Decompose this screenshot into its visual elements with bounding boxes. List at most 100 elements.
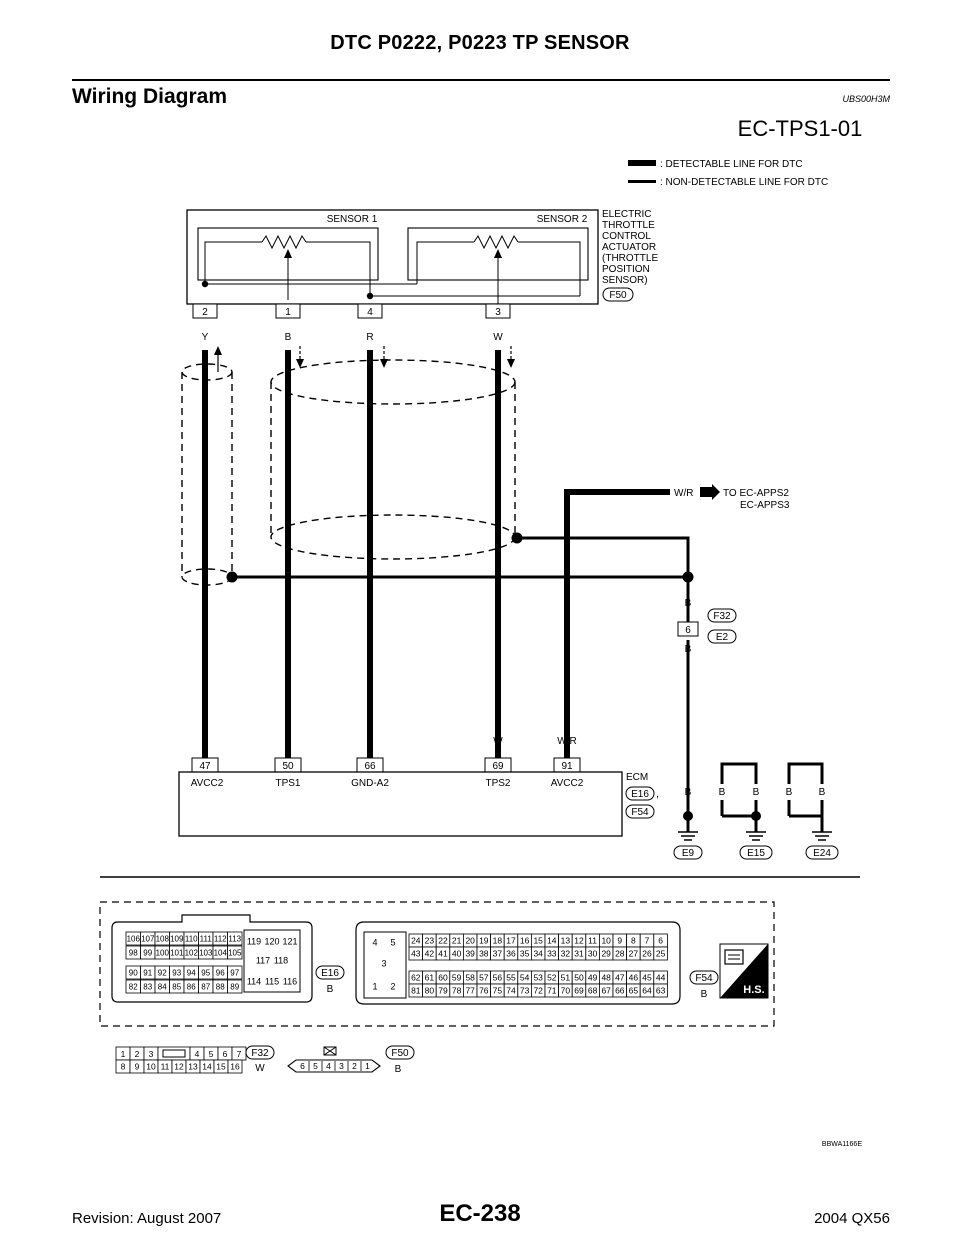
terminal-number: 14 [202, 1062, 212, 1072]
terminal-cell [227, 979, 243, 994]
connector-separator: , [656, 788, 659, 800]
terminal-number: 25 [656, 949, 666, 959]
terminal-number: 64 [642, 986, 652, 996]
terminal-number: 67 [601, 986, 611, 996]
connector-tag-e2-label: E2 [716, 632, 729, 643]
terminal-number: 121 [282, 937, 297, 947]
wire-color: R [366, 332, 373, 343]
terminal-number: 4 [326, 1061, 331, 1071]
terminal-number: 6 [300, 1061, 305, 1071]
pin-number: 2 [202, 307, 208, 318]
terminal-number: 41 [438, 949, 448, 959]
sensor1-wire-right [306, 241, 371, 296]
terminal-number: 10 [601, 936, 611, 946]
terminal-number: 30 [588, 949, 598, 959]
sensor1-wire [204, 241, 262, 284]
terminal-number: 39 [465, 949, 475, 959]
to-other-line2: EC-APPS3 [740, 500, 790, 511]
wire-color: Y [202, 332, 209, 343]
connector-housing [287, 1059, 381, 1073]
terminal-number: 84 [158, 982, 167, 991]
shield-drain-line [517, 536, 690, 622]
terminal-number: 4 [372, 938, 377, 948]
terminal-number: 105 [228, 948, 242, 957]
connector-tag-f54-label: F54 [631, 807, 649, 818]
section-title: Wiring Diagram [72, 85, 227, 108]
terminal-number: 119 [247, 937, 261, 947]
wire-color: Y [202, 736, 209, 747]
terminal-number: 50 [574, 973, 584, 983]
terminal-number: 12 [574, 936, 584, 946]
terminal-number: 29 [601, 949, 611, 959]
ground-tag-e24 [805, 845, 839, 860]
terminal-number: 5 [313, 1061, 318, 1071]
shield-top-ellipse [270, 359, 516, 405]
terminal-number: 68 [588, 986, 598, 996]
terminal-number: 89 [230, 982, 239, 991]
terminal-number: 77 [465, 986, 475, 996]
terminal-name: TPS2 [485, 778, 510, 789]
figure-code: BBWA1166E [822, 1141, 862, 1148]
terminal-number: 94 [187, 968, 196, 977]
sensor2-wire [416, 241, 474, 284]
legend-non-detectable-swatch [628, 180, 656, 183]
connector-tag-f50 [602, 287, 634, 302]
terminal-number: 8 [121, 1062, 126, 1072]
terminal-number: 24 [411, 936, 421, 946]
ground-tag-e24-label: E24 [813, 848, 831, 859]
pin-box [357, 303, 383, 319]
terminal-number: 75 [493, 986, 503, 996]
terminal-number: 55 [506, 973, 516, 983]
down-arrow-icon [380, 359, 388, 368]
to-other-color: W/R [674, 488, 693, 499]
connector-views-frame [99, 901, 775, 1027]
wire-color: B [285, 332, 292, 343]
terminal-cell [227, 965, 243, 980]
ground-wire [787, 762, 824, 784]
terminal-number: 10 [146, 1062, 156, 1072]
junction-dot [226, 571, 238, 583]
terminal-number: 21 [452, 936, 462, 946]
connector-housing [111, 914, 313, 1003]
terminal-number: 2 [390, 982, 395, 992]
sensor-name-line: (THROTTLE [602, 253, 658, 264]
terminal-number: 44 [656, 973, 666, 983]
terminal-number: 83 [143, 982, 152, 991]
terminal-number: 70 [561, 986, 571, 996]
terminal-number: 48 [601, 973, 611, 983]
terminal-number: 102 [185, 948, 199, 957]
connector-color: B [395, 1064, 402, 1075]
terminal-number: 11 [161, 1062, 170, 1072]
terminal-number: 91 [143, 968, 152, 977]
terminal-number: 71 [547, 986, 557, 996]
terminal-number: 33 [547, 949, 557, 959]
page-header-title: DTC P0222, P0223 TP SENSOR [330, 32, 630, 54]
terminal-number: 57 [479, 973, 489, 983]
pin-box [677, 621, 699, 637]
wire-color: B [819, 787, 826, 798]
down-arrow-icon [507, 359, 515, 368]
terminal-number: 49 [588, 973, 598, 983]
pin-box [275, 303, 301, 319]
terminal-number: 1 [365, 1061, 370, 1071]
terminal-number: 15 [216, 1062, 226, 1072]
ecm-label: ECM [626, 772, 648, 783]
connector-color: W [255, 1063, 265, 1074]
ground-symbol-icon [812, 831, 832, 841]
sensor-outer-box [186, 209, 599, 305]
section-code: UBS00H3M [842, 94, 890, 104]
terminal-number: 112 [214, 934, 227, 943]
terminal-number: 82 [129, 982, 138, 991]
wire-color: B [719, 787, 726, 798]
terminal-cell [653, 946, 668, 961]
terminal-number: 60 [438, 973, 448, 983]
wire-color: W [493, 736, 503, 747]
terminal-number: 4 [195, 1049, 200, 1059]
terminal-number: 52 [547, 973, 557, 983]
pin-number: 69 [492, 761, 504, 772]
junction-dot [366, 292, 374, 300]
terminal-number: 9 [617, 936, 622, 946]
wire-color: W/R [557, 736, 576, 747]
terminal-number: 27 [629, 949, 639, 959]
